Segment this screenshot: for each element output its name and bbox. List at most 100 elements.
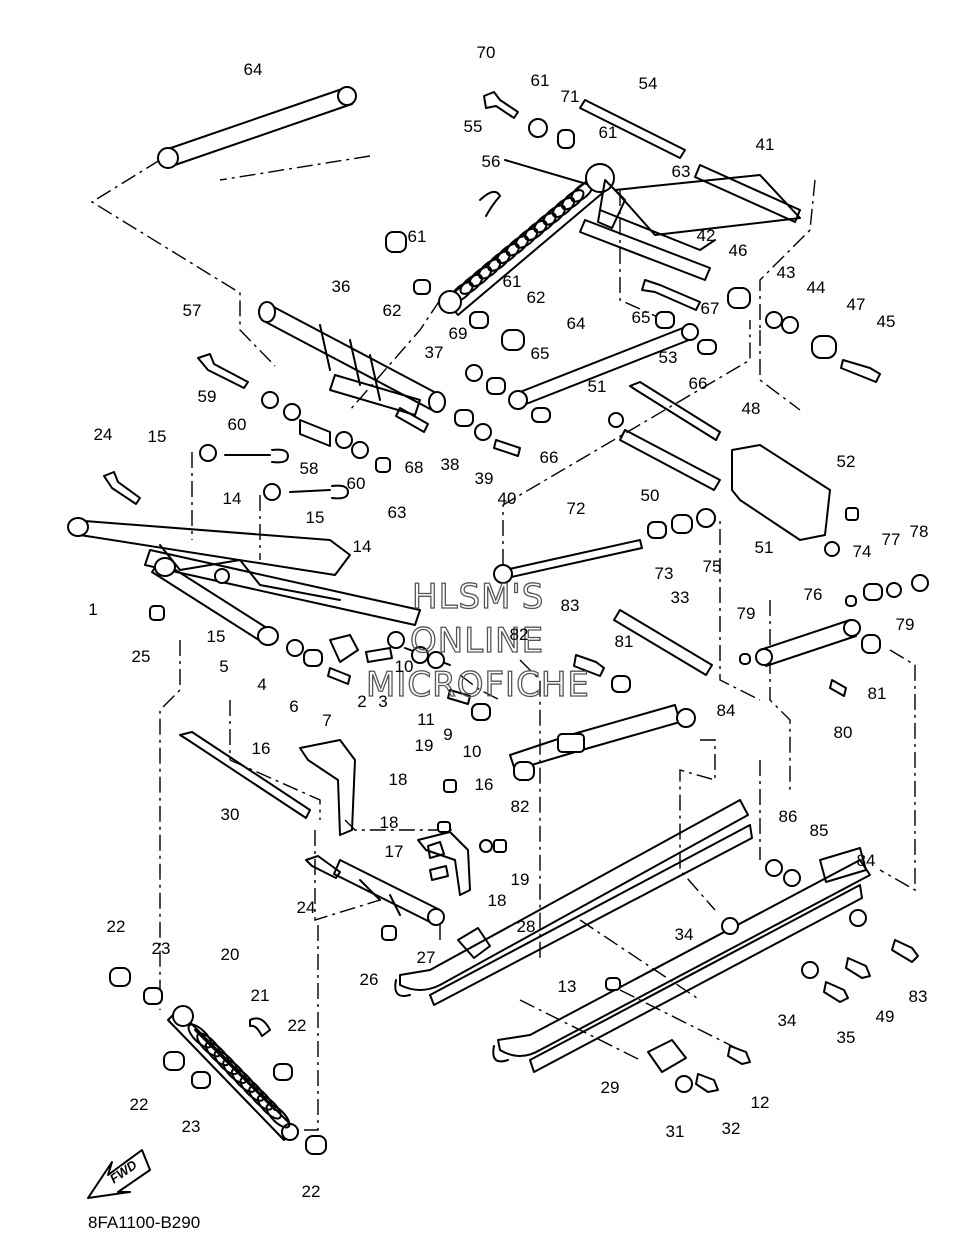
callout-44: 44 (807, 278, 826, 297)
callout-79: 79 (737, 604, 756, 623)
bolt-17b (429, 865, 449, 881)
callout-72: 72 (567, 499, 586, 518)
callout-58: 58 (300, 459, 319, 478)
callout-24: 24 (94, 425, 113, 444)
callout-30: 30 (221, 805, 240, 824)
collar-58 (299, 419, 331, 447)
upper-arm-41 (579, 164, 801, 281)
callout-86: 86 (779, 807, 798, 826)
callout-62: 62 (527, 288, 546, 307)
collar-73b (671, 514, 693, 534)
bolt-45 (840, 359, 881, 383)
bracket-16b (417, 831, 471, 896)
collar-22 (109, 967, 131, 987)
callout-47: 47 (847, 295, 866, 314)
collar-62b (501, 329, 525, 351)
bracket-29 (647, 1039, 687, 1073)
collar-66b (531, 407, 551, 423)
callout-17: 17 (385, 842, 404, 861)
washer-75 (696, 508, 716, 528)
callout-79: 79 (896, 615, 915, 634)
callout-23: 23 (152, 939, 171, 958)
callout-19: 19 (511, 870, 530, 889)
callout-82: 82 (511, 797, 530, 816)
nut-63 (375, 457, 391, 473)
svg-text:MICROFICHE: MICROFICHE (366, 665, 590, 705)
nut-31 (675, 1075, 693, 1093)
callout-25: 25 (132, 647, 151, 666)
bolt-24 (103, 471, 141, 505)
callout-61: 61 (531, 71, 550, 90)
diagram-code: 8FA1100-B290 (88, 1213, 200, 1232)
callout-14: 14 (353, 537, 372, 556)
collar-66 (697, 339, 717, 355)
svg-text:HLSM'S: HLSM'S (412, 577, 544, 617)
nut-25 (149, 605, 165, 621)
callout-12: 12 (751, 1093, 770, 1112)
shaft-50 (619, 429, 721, 491)
callout-63: 63 (388, 503, 407, 522)
callout-45: 45 (877, 312, 896, 331)
callout-49: 49 (876, 1007, 895, 1026)
callout-26: 26 (360, 970, 379, 989)
callout-31: 31 (666, 1122, 685, 1141)
bolt-57 (197, 353, 249, 389)
slide-rail-right (492, 847, 871, 1073)
callout-42: 42 (697, 226, 716, 245)
callout-16: 16 (475, 775, 494, 794)
callout-40: 40 (498, 489, 517, 508)
washer-84 (849, 909, 867, 927)
upper-rod-64 (157, 86, 357, 169)
callout-18: 18 (389, 770, 408, 789)
callout-43: 43 (777, 263, 796, 282)
nut-19b (493, 839, 507, 853)
callout-69: 69 (449, 324, 468, 343)
nut-15c (214, 568, 230, 584)
callout-2: 2 (357, 692, 366, 711)
collar-79 (739, 653, 751, 665)
callout-51: 51 (588, 377, 607, 396)
washer-69 (465, 364, 483, 382)
callout-22: 22 (130, 1095, 149, 1114)
callout-83: 83 (909, 987, 928, 1006)
callout-37: 37 (425, 343, 444, 362)
washer-44 (781, 316, 799, 334)
collar-74 (863, 583, 883, 601)
callout-62: 62 (383, 301, 402, 320)
callout-73: 73 (655, 564, 674, 583)
callout-34: 34 (675, 925, 694, 944)
callout-18: 18 (488, 891, 507, 910)
callout-66: 66 (689, 374, 708, 393)
callout-55: 55 (464, 117, 483, 136)
callout-15: 15 (306, 508, 325, 527)
callout-14: 14 (223, 489, 242, 508)
callout-50: 50 (641, 486, 660, 505)
front-shock (509, 704, 696, 771)
washer-18 (479, 839, 493, 853)
bracket-48 (731, 444, 831, 541)
washer-60 (283, 403, 301, 421)
callout-35: 35 (837, 1028, 856, 1047)
lower-rod-64 (508, 323, 699, 410)
callout-75: 75 (703, 557, 722, 576)
bolt-9 (447, 689, 471, 705)
pivot-arm-36 (258, 301, 446, 416)
collar-46 (727, 287, 751, 309)
callout-84: 84 (857, 851, 876, 870)
callout-34: 34 (778, 1011, 797, 1030)
collar-79b (845, 595, 857, 607)
callout-71: 71 (561, 87, 580, 106)
collar-10 (471, 703, 491, 721)
bolt-83 (573, 654, 605, 677)
callout-61: 61 (408, 227, 427, 246)
washer-60b (335, 431, 353, 449)
shaft-33 (613, 609, 713, 676)
bolt-12 (727, 1045, 751, 1065)
plate-3 (365, 647, 393, 663)
collar-81b (861, 634, 881, 654)
collar-61 (528, 118, 548, 138)
collar-81 (611, 675, 631, 693)
svg-text:ONLINE: ONLINE (410, 621, 544, 661)
bolt-40 (493, 439, 521, 457)
